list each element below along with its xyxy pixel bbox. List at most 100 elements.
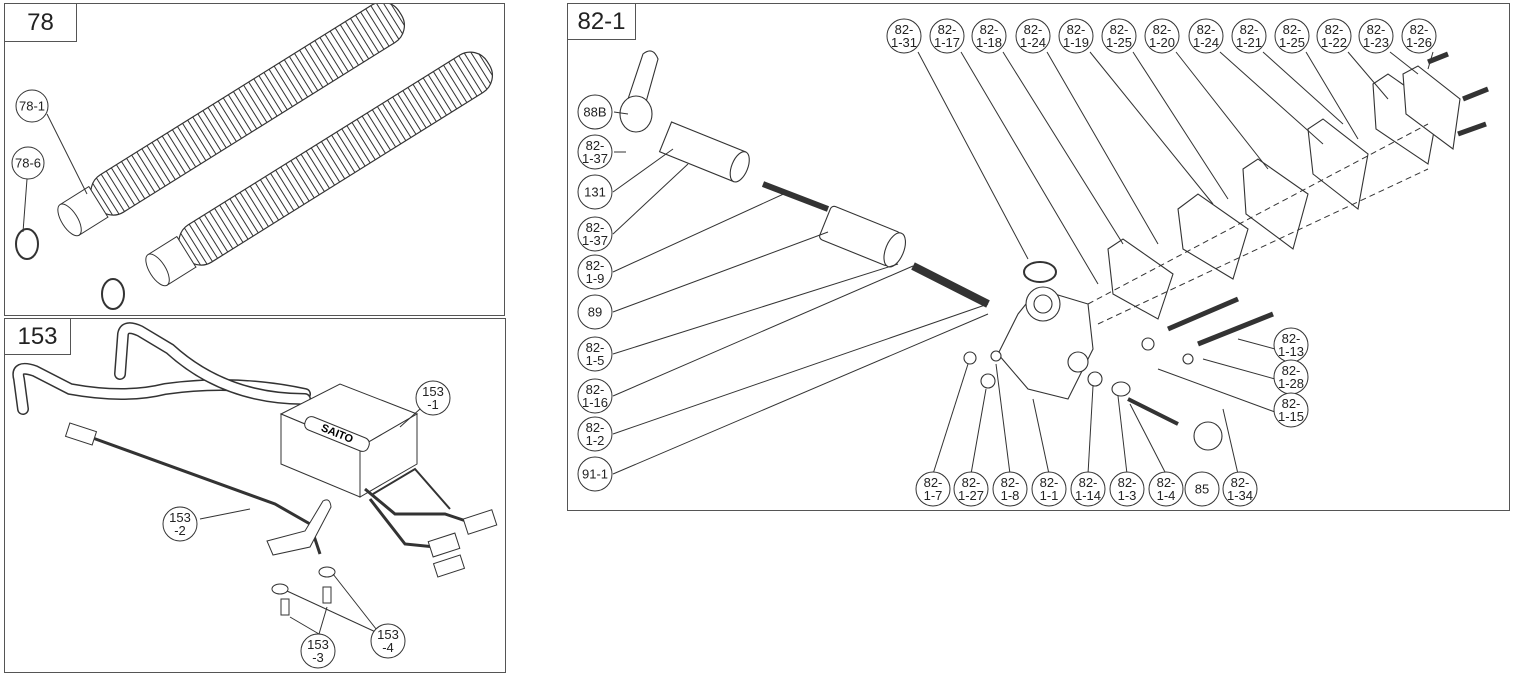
callout-label: 1-13 xyxy=(1278,344,1304,359)
callout-label: 1-18 xyxy=(976,35,1002,50)
sensor-wire xyxy=(89,435,322,555)
callout-label: 1-25 xyxy=(1106,35,1132,50)
callout-label: 1-7 xyxy=(924,488,943,503)
callout-label: 82- xyxy=(895,22,914,37)
callout-label: 1-5 xyxy=(586,353,605,368)
panel-78: 78 xyxy=(4,3,505,316)
panel-82-1: 82-1 xyxy=(567,3,1510,511)
callout-82-1-18: 82-1-18 xyxy=(971,18,1007,54)
gasket-plate xyxy=(1107,238,1174,320)
callout-label: 88B xyxy=(583,105,606,120)
callout-82-1-4: 82-1-4 xyxy=(1148,471,1184,507)
callout-label: 1-21 xyxy=(1236,35,1262,50)
hose-2 xyxy=(145,51,493,287)
callout-82-1-20: 82-1-20 xyxy=(1144,18,1180,54)
callout-label: 1-28 xyxy=(1278,376,1304,391)
callout-label: 1-24 xyxy=(1193,35,1219,50)
callout-82-1-25b: 82-1-25 xyxy=(1274,18,1310,54)
callout-label: 82- xyxy=(1325,22,1344,37)
pump-plate-2 xyxy=(1242,158,1309,250)
callout-label: 82- xyxy=(1197,22,1216,37)
callout-label: 89 xyxy=(588,305,602,320)
hose-1 xyxy=(57,4,405,237)
carburetor-exploded-drawing: 88B82-1-3713182-1-3782-1-98982-1-582-1-1… xyxy=(577,18,1489,507)
panel-153-title: 153 xyxy=(5,319,71,355)
callout-label: 82- xyxy=(1367,22,1386,37)
callout-82-1-34: 82-1-34 xyxy=(1222,471,1258,507)
callout-label: 1-25 xyxy=(1279,35,1305,50)
callout-label: 82- xyxy=(586,382,605,397)
callout-label: 82- xyxy=(1410,22,1429,37)
callout-91-1: 91-1 xyxy=(577,456,613,492)
washer-2 xyxy=(101,278,125,310)
callout-label: 82- xyxy=(1001,475,1020,490)
carb-rotor xyxy=(819,205,906,268)
callout-82-1-24a: 82-1-24 xyxy=(1015,18,1051,54)
pump-plate-3 xyxy=(1307,118,1369,210)
callout-label: 1-27 xyxy=(958,488,984,503)
callout-82-1-37b: 82-1-37 xyxy=(577,216,613,252)
callout-label: 1-37 xyxy=(582,151,608,166)
callout-82-1-2: 82-1-2 xyxy=(577,416,613,452)
ignition-module-drawing: SAITO xyxy=(12,322,498,635)
exhaust-hoses-drawing xyxy=(15,4,493,310)
pump-cap xyxy=(1402,65,1461,150)
callout-label: 91-1 xyxy=(582,467,608,482)
callout-label: 1-19 xyxy=(1063,35,1089,50)
callout-82-1-24b: 82-1-24 xyxy=(1188,18,1224,54)
callout-label: 1-16 xyxy=(582,395,608,410)
callout-label: 82- xyxy=(1240,22,1259,37)
panel-78-title: 78 xyxy=(5,4,77,42)
callout-82-1-16: 82-1-16 xyxy=(577,378,613,414)
callout-label: 82- xyxy=(1067,22,1086,37)
pump-plate-1 xyxy=(1177,193,1249,280)
callout-82-1-8: 82-1-8 xyxy=(992,471,1028,507)
callout-label: 82- xyxy=(938,22,957,37)
panel-82-1-title: 82-1 xyxy=(568,4,636,40)
callout-label: 1-2 xyxy=(586,433,605,448)
callout-label: 82- xyxy=(1118,475,1137,490)
carburetor-body xyxy=(997,286,1094,400)
callout-label: 82- xyxy=(586,138,605,153)
callout-82-1-26: 82-1-26 xyxy=(1401,18,1437,54)
callout-82-1-27: 82-1-27 xyxy=(953,471,989,507)
throttle-barrel xyxy=(658,121,750,183)
callout-label: 82- xyxy=(1153,22,1172,37)
hall-sensor xyxy=(266,499,332,556)
callout-82-1-28: 82-1-28 xyxy=(1273,359,1309,395)
callout-label: 1-14 xyxy=(1075,488,1101,503)
callout-82-1-25a: 82-1-25 xyxy=(1101,18,1137,54)
ignition-module-box xyxy=(279,383,419,498)
callout-89: 89 xyxy=(577,294,613,330)
callout-82-1-17: 82-1-17 xyxy=(929,18,965,54)
callout-label: 82- xyxy=(980,22,999,37)
callout-label: 82- xyxy=(1231,475,1250,490)
callout-label: 82- xyxy=(1024,22,1043,37)
callout-82-1-31: 82-1-31 xyxy=(886,18,922,54)
callout-label: 82- xyxy=(1079,475,1098,490)
pump-cover xyxy=(1372,73,1439,165)
washer-1 xyxy=(15,228,39,260)
callout-label: 1-4 xyxy=(1157,488,1176,503)
callout-label: 131 xyxy=(584,185,606,200)
callout-82-1-5: 82-1-5 xyxy=(577,336,613,372)
callout-82-1-14: 82-1-14 xyxy=(1070,471,1106,507)
o-ring xyxy=(1023,261,1057,283)
callout-82-1-13: 82-1-13 xyxy=(1273,327,1309,363)
callout-label: 1-26 xyxy=(1406,35,1432,50)
callout-82-1-37a: 82-1-37 xyxy=(577,134,613,170)
callout-label: 1-9 xyxy=(586,271,605,286)
callout-82-1-7: 82-1-7 xyxy=(915,471,951,507)
panel-153: 153 SAITO xyxy=(4,318,506,673)
callout-82-1-22: 82-1-22 xyxy=(1316,18,1352,54)
callout-label: 1-17 xyxy=(934,35,960,50)
callout-label: 82- xyxy=(1283,22,1302,37)
callout-label: 82- xyxy=(1282,396,1301,411)
callout-label: 82- xyxy=(1157,475,1176,490)
callout-label: 1-20 xyxy=(1149,35,1175,50)
callout-82-1-9: 82-1-9 xyxy=(577,254,613,290)
callout-label: 85 xyxy=(1195,482,1209,497)
callout-label: 82- xyxy=(1110,22,1129,37)
callout-88B: 88B xyxy=(577,94,613,130)
mixture-needle-knob xyxy=(1193,421,1223,451)
